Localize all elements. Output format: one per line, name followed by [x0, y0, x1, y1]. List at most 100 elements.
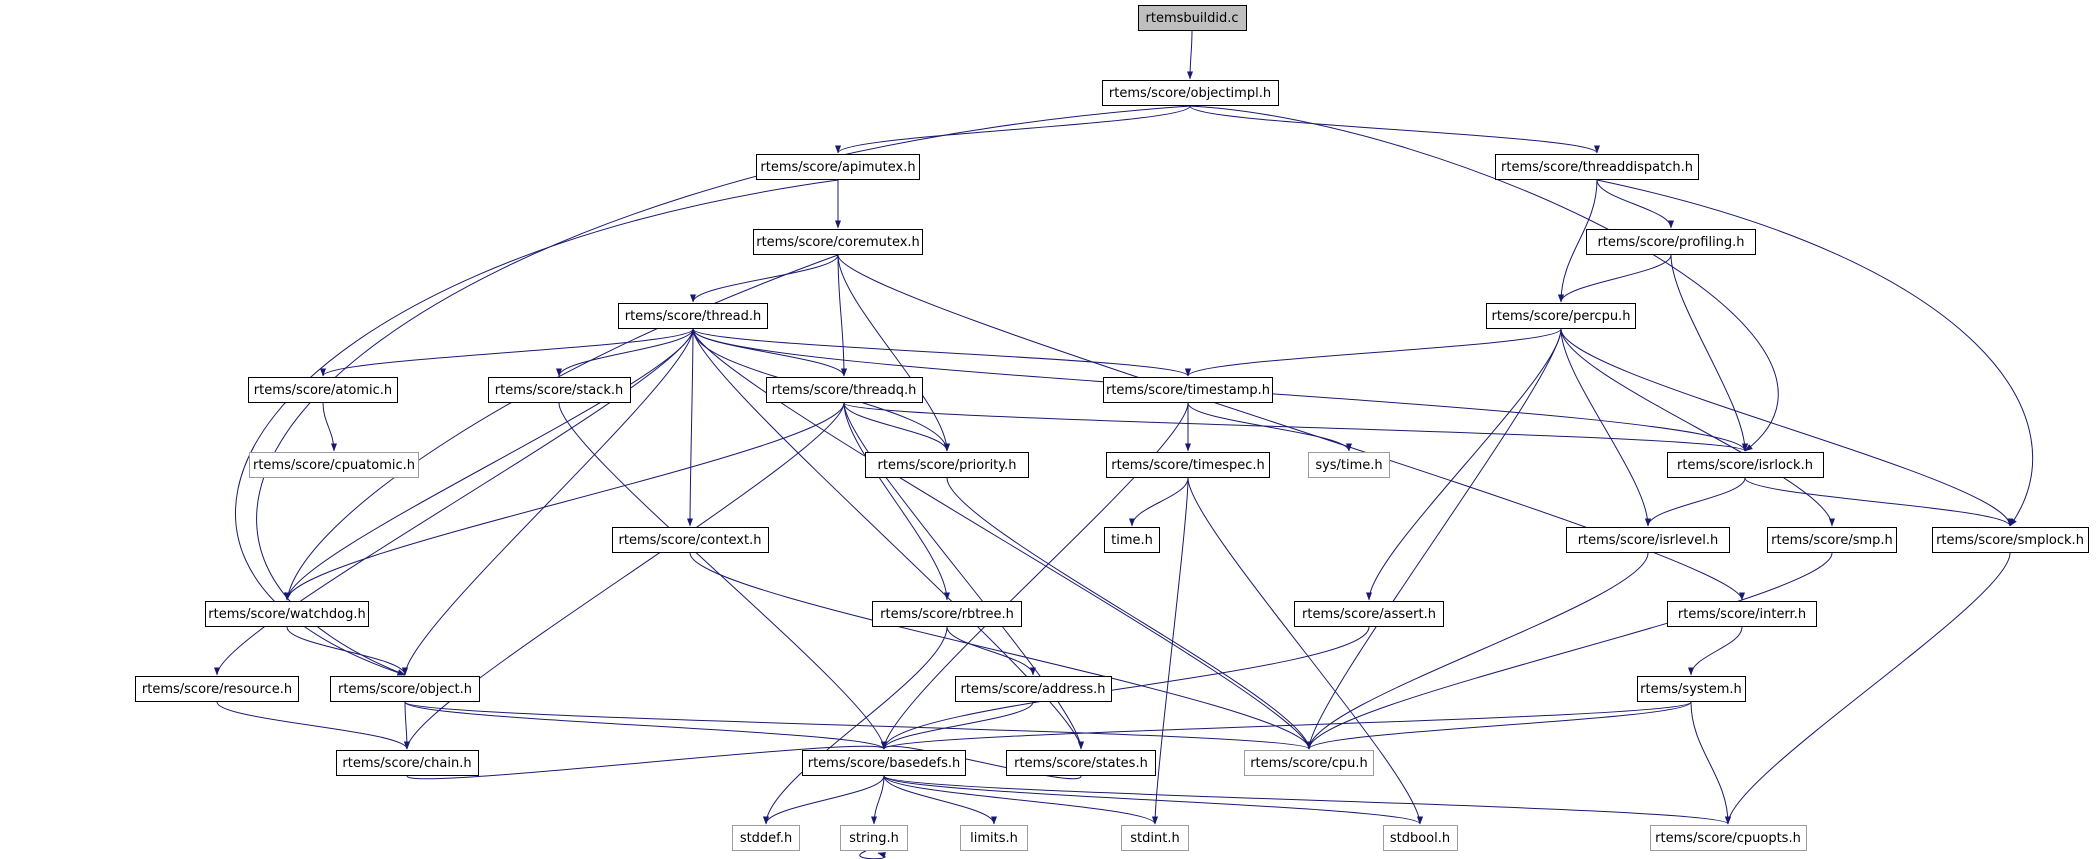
- graph-node-atomic[interactable]: rtems/score/atomic.h: [248, 377, 398, 403]
- include-edge-percpu-to-smp: [1560, 328, 1835, 527]
- include-edge-threaddispatch-to-smplock: [1596, 179, 2034, 527]
- include-edge-system-to-cpuopts: [1690, 701, 1731, 825]
- include-edge-basedefs-to-string: [871, 775, 885, 825]
- include-edge-thread-to-object: [402, 328, 694, 676]
- graph-node-string: string.h: [840, 825, 908, 851]
- graph-node-percpu[interactable]: rtems/score/percpu.h: [1486, 303, 1636, 329]
- include-edge-basedefs-to-stdbool: [883, 775, 1423, 825]
- include-edge-thread-to-timestamp: [692, 328, 1191, 377]
- graph-node-threadq[interactable]: rtems/score/threadq.h: [765, 377, 923, 403]
- graph-node-thread[interactable]: rtems/score/thread.h: [618, 303, 768, 329]
- include-edge-threadq-to-priority: [843, 402, 950, 452]
- include-edge-timespec-to-stdbool: [1187, 477, 1423, 825]
- include-edge-threaddispatch-to-profiling: [1596, 179, 1674, 229]
- include-edge-coremutex-to-priority: [837, 254, 950, 452]
- graph-node-object[interactable]: rtems/score/object.h: [330, 676, 480, 702]
- include-edge-coremutex-to-thread: [690, 254, 839, 303]
- include-edge-system-to-basedefs: [881, 701, 1692, 750]
- include-edge-watchdog-to-object: [286, 626, 408, 676]
- graph-node-stdbool: stdbool.h: [1382, 825, 1458, 851]
- include-edge-object-to-basedefs: [404, 701, 887, 750]
- graph-node-timespec[interactable]: rtems/score/timespec.h: [1106, 452, 1270, 478]
- graph-node-rbtree[interactable]: rtems/score/rbtree.h: [872, 601, 1022, 627]
- include-edge-profiling-to-isrlock: [1670, 254, 1748, 452]
- graph-node-stddef: stddef.h: [732, 825, 800, 851]
- include-edge-percpu-to-timestamp: [1185, 328, 1562, 377]
- graph-node-watchdog[interactable]: rtems/score/watchdog.h: [205, 601, 369, 627]
- include-edge-interr-to-system: [1688, 626, 1743, 676]
- include-edge-atomic-to-cpuatomic: [322, 402, 337, 452]
- graph-node-chain[interactable]: rtems/score/chain.h: [335, 750, 479, 776]
- graph-node-assert[interactable]: rtems/score/assert.h: [1294, 601, 1444, 627]
- include-edge-smp-to-cpu: [1306, 552, 1833, 750]
- include-edge-states-to-basedefs: [881, 741, 1082, 780]
- graph-node-stdint: stdint.h: [1121, 825, 1189, 851]
- graph-node-time[interactable]: time.h: [1104, 527, 1160, 553]
- include-edge-percpu-to-isrlevel: [1560, 328, 1651, 527]
- graph-node-timestamp[interactable]: rtems/score/timestamp.h: [1103, 377, 1273, 403]
- include-edge-thread-to-threadq: [692, 328, 847, 377]
- include-edge-threaddispatch-to-percpu: [1558, 179, 1598, 303]
- graph-node-coremutex[interactable]: rtems/score/coremutex.h: [753, 229, 923, 255]
- graph-node-profiling[interactable]: rtems/score/profiling.h: [1586, 229, 1756, 255]
- include-edge-assert-to-basedefs: [881, 626, 1370, 750]
- graph-node-apimutex[interactable]: rtems/score/apimutex.h: [756, 154, 920, 180]
- graph-node-rtemsbuildid_c: rtemsbuildid.c: [1137, 5, 1247, 31]
- include-edge-isrlock-to-smplock: [1744, 477, 2013, 527]
- include-edge-stack-to-basedefs: [558, 402, 887, 750]
- include-edge-basedefs-to-stddef: [763, 775, 885, 825]
- include-edge-profiling-to-percpu: [1558, 254, 1672, 303]
- include-edge-percpu-to-cpu: [1306, 328, 1562, 750]
- include-edge-threadq-to-rbtree: [843, 402, 950, 601]
- graph-node-cpu: rtems/score/cpu.h: [1244, 750, 1374, 776]
- include-edge-threadq-to-chain: [404, 402, 845, 750]
- graph-node-isrlevel[interactable]: rtems/score/isrlevel.h: [1566, 527, 1730, 553]
- graph-node-isrlock[interactable]: rtems/score/isrlock.h: [1666, 452, 1824, 478]
- graph-node-priority[interactable]: rtems/score/priority.h: [865, 452, 1029, 478]
- include-edge-thread-to-resource: [214, 328, 694, 676]
- graph-node-limits: limits.h: [960, 825, 1028, 851]
- graph-node-systime: sys/time.h: [1308, 452, 1390, 478]
- include-edge-objectimpl-to-threaddispatch: [1189, 105, 1600, 154]
- graph-node-address[interactable]: rtems/score/address.h: [954, 676, 1112, 702]
- include-edge-isrlevel-to-cpu: [1306, 552, 1649, 750]
- include-edge-threadq-to-watchdog: [284, 402, 845, 601]
- graph-node-cpuatomic: rtems/score/cpuatomic.h: [249, 452, 419, 478]
- include-edge-thread-to-stack: [556, 328, 694, 377]
- include-edge-context-to-cpu: [689, 552, 1312, 750]
- include-edge-isrlock-to-isrlevel: [1645, 477, 1746, 527]
- include-edge-threadq-to-states: [843, 402, 1084, 750]
- include-edge-percpu-to-smplock: [1560, 328, 2013, 527]
- include-edge-resource-to-chain: [216, 701, 410, 750]
- graph-node-states[interactable]: rtems/score/states.h: [1006, 750, 1156, 776]
- include-edge-objectimpl-to-apimutex: [835, 105, 1191, 154]
- include-edge-rtemsbuildid_c-to-objectimpl: [1187, 30, 1194, 80]
- graph-node-cpuopts: rtems/score/cpuopts.h: [1649, 825, 1807, 851]
- include-edge-chain-to-basedefs: [406, 741, 887, 780]
- include-edge-thread-to-watchdog: [284, 328, 694, 601]
- include-edge-string-to-string: [859, 850, 887, 859]
- include-edge-objectimpl-to-object: [256, 105, 1191, 676]
- graph-node-smplock[interactable]: rtems/score/smplock.h: [1931, 527, 2089, 553]
- include-edge-percpu-to-assert: [1366, 328, 1562, 601]
- include-edge-thread-to-cpu: [692, 328, 1312, 750]
- include-edge-priority-to-cpu: [946, 477, 1312, 750]
- include-edge-timestamp-to-systime: [1187, 402, 1352, 452]
- graph-node-context[interactable]: rtems/score/context.h: [611, 527, 769, 553]
- include-edge-address-to-basedefs: [881, 701, 1034, 750]
- include-edge-thread-to-context: [687, 328, 694, 527]
- include-edge-smplock-to-cpuopts: [1725, 552, 2011, 825]
- include-edge-basedefs-to-stdint: [883, 775, 1158, 825]
- graph-node-threaddispatch[interactable]: rtems/score/threaddispatch.h: [1495, 154, 1699, 180]
- include-edge-system-to-cpu: [1306, 701, 1692, 750]
- include-edge-threadq-to-isrlock: [843, 402, 1748, 452]
- graph-node-resource[interactable]: rtems/score/resource.h: [135, 676, 299, 702]
- graph-node-basedefs[interactable]: rtems/score/basedefs.h: [802, 750, 966, 776]
- graph-node-interr[interactable]: rtems/score/interr.h: [1667, 601, 1817, 627]
- include-edge-timestamp-to-basedefs: [881, 402, 1189, 750]
- graph-node-objectimpl[interactable]: rtems/score/objectimpl.h: [1101, 80, 1279, 106]
- graph-node-stack[interactable]: rtems/score/stack.h: [487, 377, 631, 403]
- graph-node-smp[interactable]: rtems/score/smp.h: [1767, 527, 1897, 553]
- graph-node-system[interactable]: rtems/system.h: [1636, 676, 1746, 702]
